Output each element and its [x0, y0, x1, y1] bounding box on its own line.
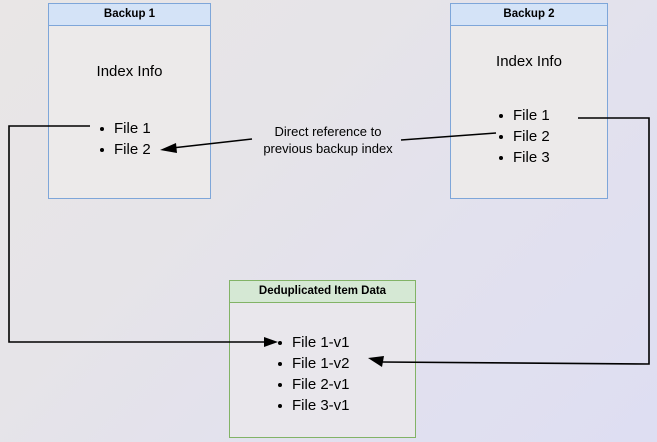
- dedup-header: Deduplicated Item Data: [230, 281, 415, 303]
- backup2-box[interactable]: Backup 2 Index Info File 1 File 2 File 3: [450, 3, 608, 199]
- backup2-file-list: File 1 File 2 File 3: [496, 105, 550, 168]
- list-item: File 1-v2: [275, 353, 350, 374]
- list-item: File 2: [496, 126, 550, 147]
- list-item: File 3-v1: [275, 395, 350, 416]
- list-item: File 2: [97, 139, 151, 160]
- direct-reference-annotation: Direct reference to previous backup inde…: [263, 124, 393, 156]
- backup1-box[interactable]: Backup 1 Index Info File 1 File 2: [48, 3, 211, 199]
- dedup-file-list: File 1-v1 File 1-v2 File 2-v1 File 3-v1: [275, 332, 350, 416]
- backup1-file-list: File 1 File 2: [97, 118, 151, 160]
- list-item: File 1-v1: [275, 332, 350, 353]
- list-item: File 1: [496, 105, 550, 126]
- list-item: File 1: [97, 118, 151, 139]
- list-item: File 3: [496, 147, 550, 168]
- list-item: File 2-v1: [275, 374, 350, 395]
- backup1-index-info-label: Index Info: [96, 63, 163, 80]
- backup1-header: Backup 1: [49, 4, 210, 26]
- deduplicated-item-data-box[interactable]: Deduplicated Item Data File 1-v1 File 1-…: [229, 280, 416, 438]
- backup2-index-info-label: Index Info: [496, 53, 562, 70]
- backup2-header: Backup 2: [451, 4, 607, 26]
